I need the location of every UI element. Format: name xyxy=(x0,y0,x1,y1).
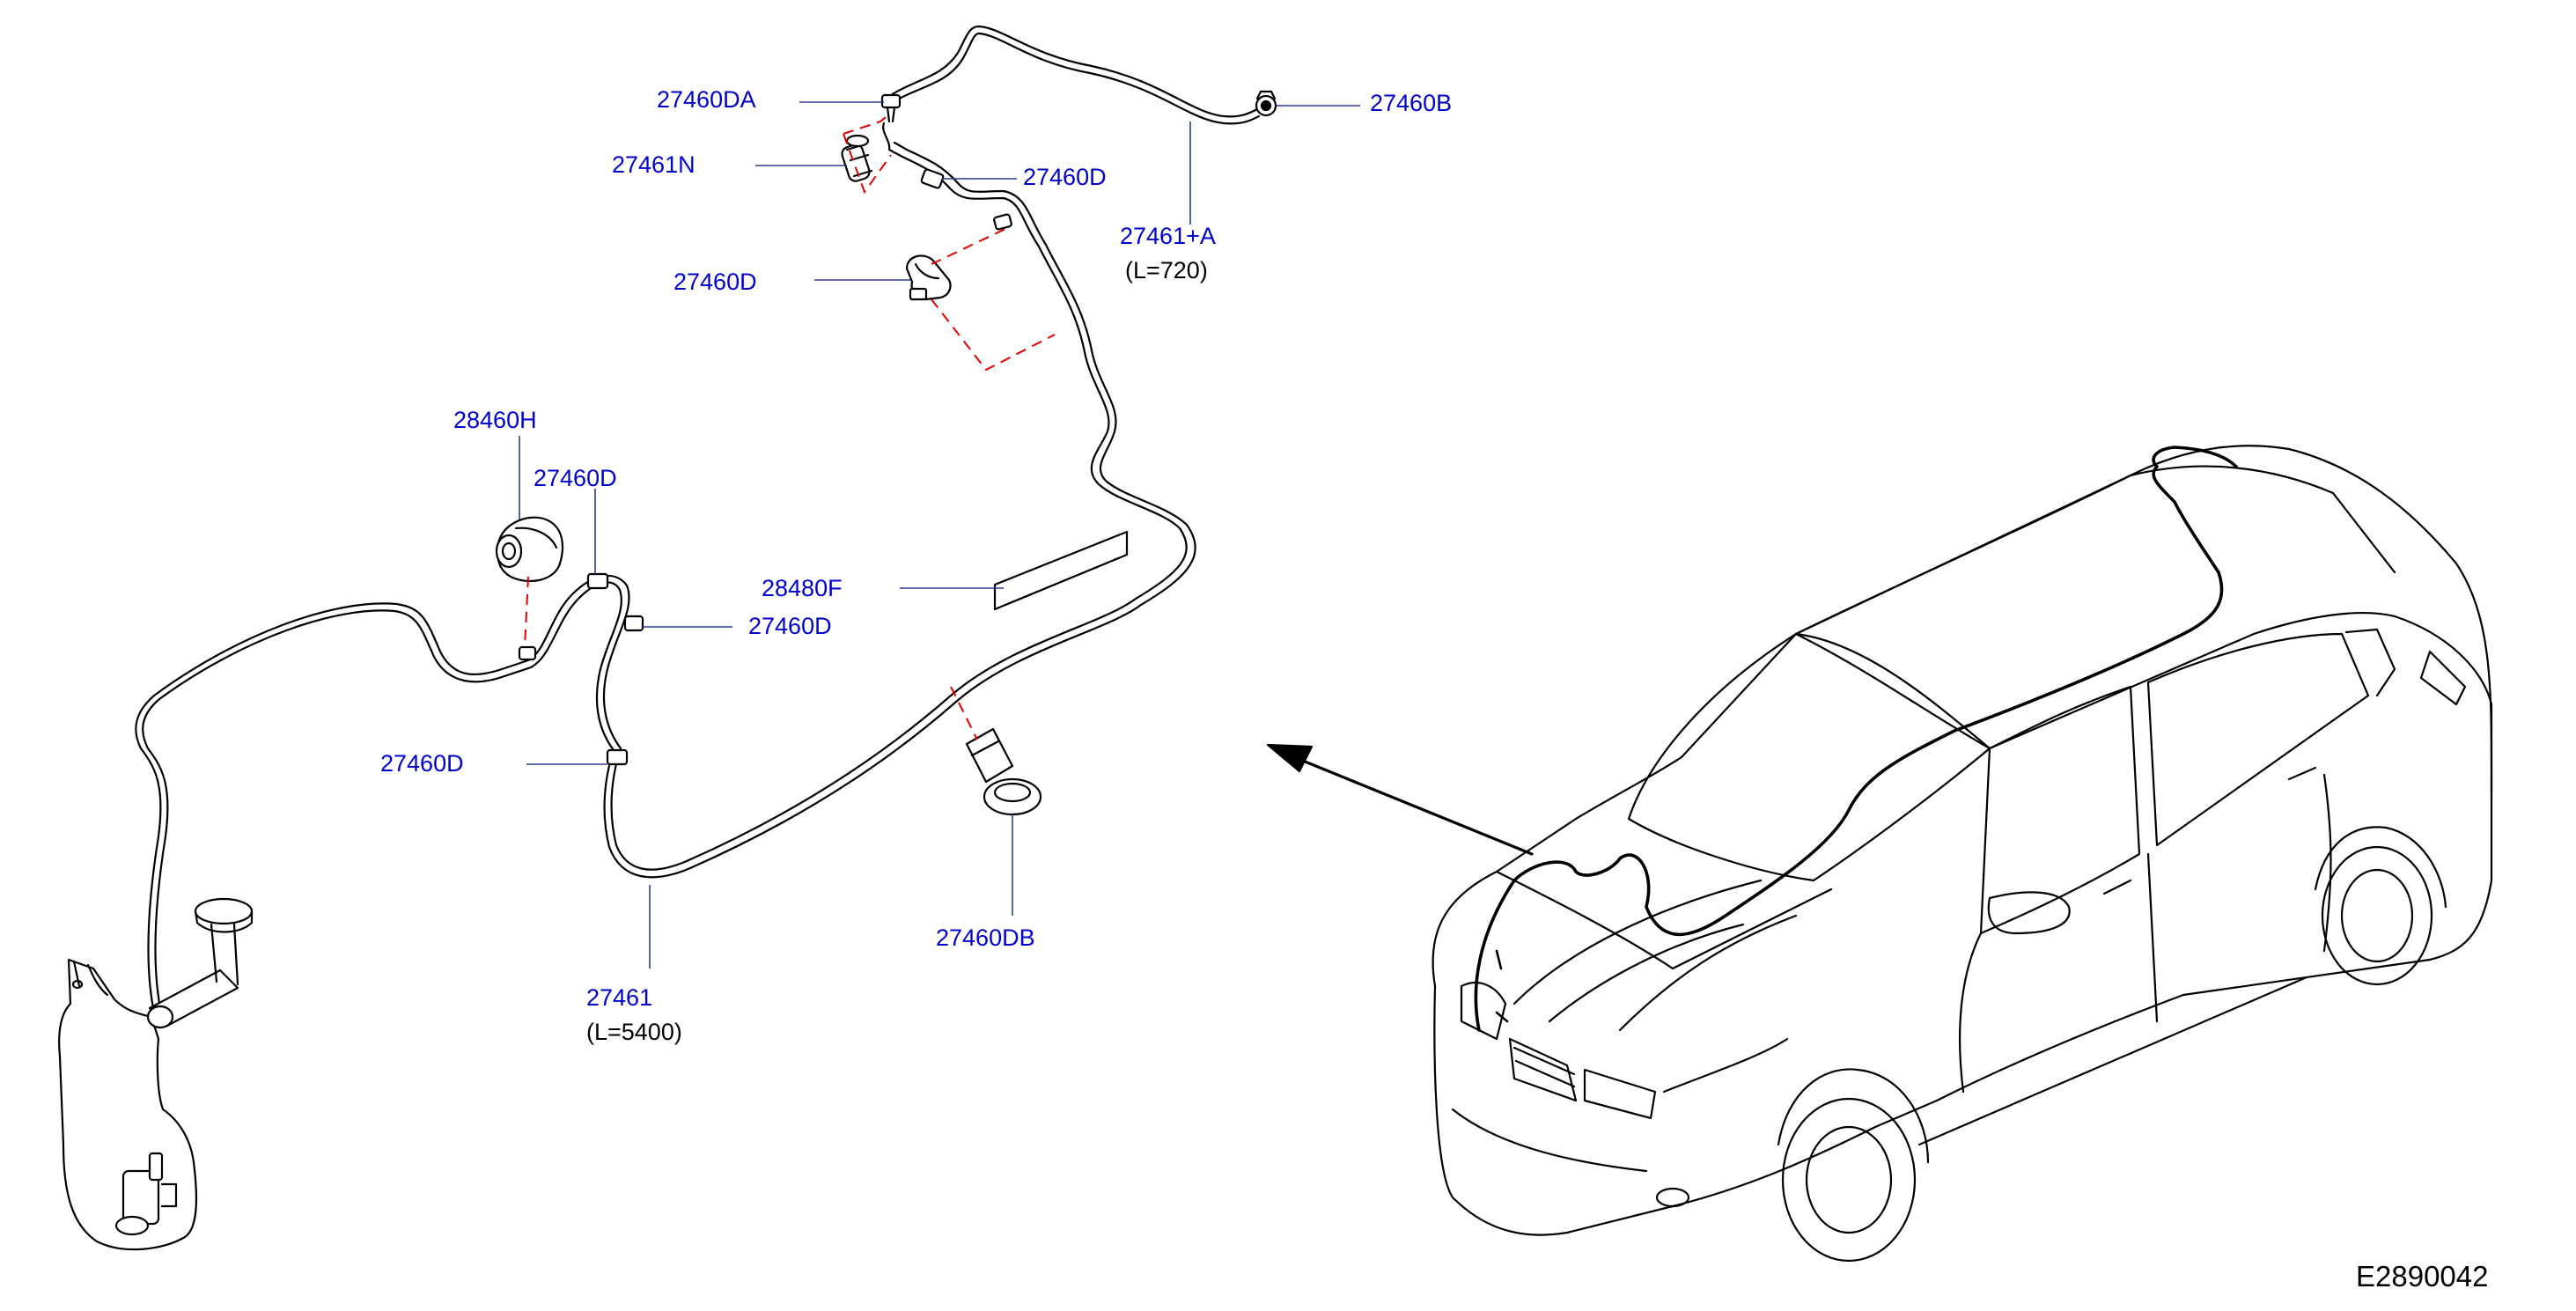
callout-27460D-clip: 27460D xyxy=(673,269,757,295)
alignment-dashes xyxy=(524,112,1056,740)
washer-tank xyxy=(58,897,254,1251)
callout-27461N: 27461N xyxy=(612,151,696,178)
callout-27460D-top: 27460D xyxy=(1023,164,1107,190)
callout-27461-length: (L=5400) xyxy=(586,1019,682,1045)
pointer-arrow xyxy=(1266,743,1534,856)
callout-27461A: 27461+A xyxy=(1120,223,1216,249)
connector-27460D-top xyxy=(920,168,945,189)
tape-28480F xyxy=(993,530,1129,611)
clip-27460D xyxy=(905,254,952,301)
clip-on-hose xyxy=(518,645,537,661)
connector-27460D-left xyxy=(606,748,629,766)
callout-28480F: 28480F xyxy=(762,575,843,601)
callout-27460DB: 27460DB xyxy=(936,924,1035,951)
callout-27461: 27461 xyxy=(586,984,653,1011)
check-valve-27461N xyxy=(841,134,873,182)
hose-27461A xyxy=(889,25,1261,125)
callout-27460D-mid: 27460D xyxy=(534,465,617,491)
hose-27461 xyxy=(135,122,1196,1010)
callout-27460B: 27460B xyxy=(1370,90,1453,116)
nozzle-27460B xyxy=(1255,90,1277,117)
leader-lines xyxy=(519,101,1360,969)
callout-27460DA: 27460DA xyxy=(657,86,756,113)
callout-27460D-left: 27460D xyxy=(380,750,464,777)
connector-27460D-right xyxy=(623,615,644,632)
vehicle-illustration xyxy=(1432,445,2493,1263)
grommet-27460DB xyxy=(965,727,1042,816)
callout-27461A-length: (L=720) xyxy=(1125,257,1208,284)
callout-28460H: 28460H xyxy=(453,407,537,433)
callout-27460D-right: 27460D xyxy=(748,613,832,639)
connector-27460DA xyxy=(880,93,902,123)
grommet-28460H xyxy=(495,516,564,583)
connector-27460D-upper-right xyxy=(993,213,1012,231)
diagram-code: E2890042 xyxy=(2356,1260,2489,1293)
connector-27460D-mid xyxy=(586,572,609,590)
